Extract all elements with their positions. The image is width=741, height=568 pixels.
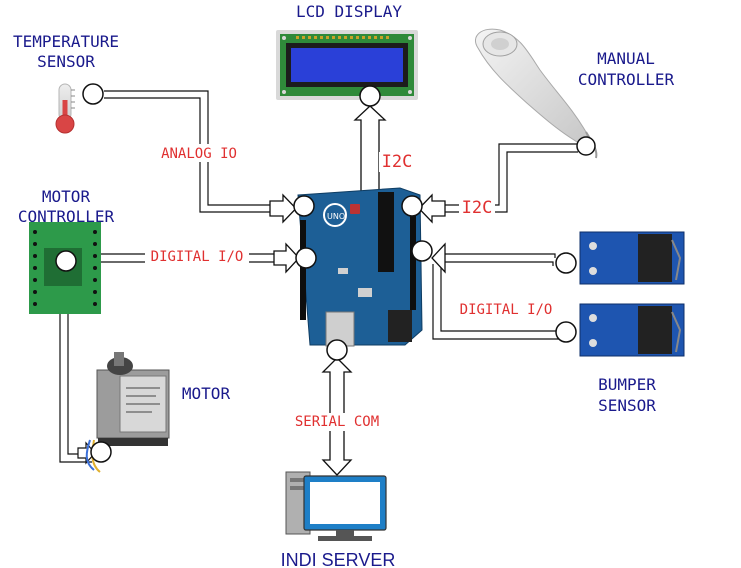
link-label-analog-io: ANALOG IO <box>161 146 237 162</box>
svg-text:UNO: UNO <box>327 212 345 221</box>
label-manual-line2: CONTROLLER <box>578 70 675 89</box>
port-motor <box>91 442 111 462</box>
port-controller <box>577 137 595 155</box>
label-temperature-line1: TEMPERATURE <box>13 32 119 51</box>
label-temperature-line2: SENSOR <box>37 52 95 71</box>
link-label-i2c-lcd: I2C <box>382 152 413 172</box>
label-indi-server: INDI SERVER <box>281 550 396 568</box>
port-motorctl <box>56 251 76 271</box>
computer-icon <box>286 472 386 541</box>
bumper-sensor-1 <box>580 232 684 284</box>
arrow-board-to-lcd <box>355 106 385 195</box>
port-board-mr <box>412 241 432 261</box>
label-bumper-line1: BUMPER <box>598 375 656 394</box>
port-bumper-1 <box>556 253 576 273</box>
link-label-digital-motor: DIGITAL I/O <box>151 249 244 265</box>
nunchuk-controller-icon <box>475 29 596 158</box>
port-board-tr <box>402 196 422 216</box>
bumper-sensor-2 <box>580 304 684 356</box>
port-board-bottom <box>327 340 347 360</box>
port-lcd <box>360 86 380 106</box>
wire-bumper1-to-board <box>445 254 555 266</box>
port-board-ml <box>296 248 316 268</box>
port-board-tl <box>294 196 314 216</box>
arrow-ctrl-into-board <box>419 195 445 222</box>
label-motorctl-line2: CONTROLLER <box>18 207 115 226</box>
thermometer-icon <box>56 84 75 133</box>
link-label-digital-bumper: DIGITAL I/O <box>460 302 553 318</box>
label-lcd-display: LCD DISPLAY <box>296 2 402 21</box>
lcd-display <box>276 30 418 100</box>
port-temperature <box>83 84 103 104</box>
label-bumper-line2: SENSOR <box>598 396 656 415</box>
arrow-bumper-into-board <box>432 244 445 272</box>
link-label-i2c-controller: I2C <box>462 198 493 218</box>
arrow-temp-into-board <box>270 195 296 222</box>
link-label-serial-com: SERIAL COM <box>295 414 379 430</box>
label-manual-line1: MANUAL <box>597 49 655 68</box>
port-bumper-2 <box>556 322 576 342</box>
label-motor: MOTOR <box>182 384 231 403</box>
label-motorctl-line1: MOTOR <box>42 187 91 206</box>
